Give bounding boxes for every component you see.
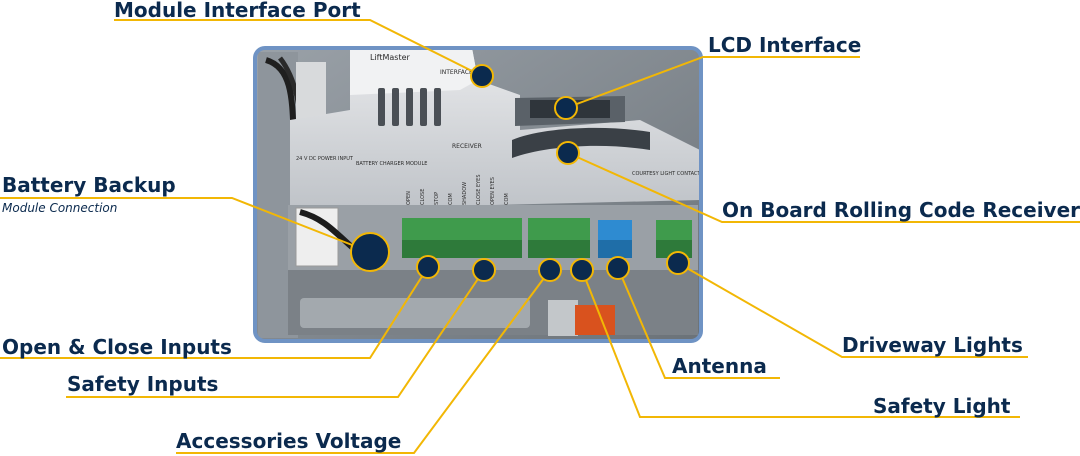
- dot-battery-backup[interactable]: [350, 232, 390, 272]
- dot-accessories-voltage[interactable]: [538, 258, 562, 282]
- dot-safety-light[interactable]: [570, 258, 594, 282]
- terminal-block-lights: [656, 220, 692, 258]
- board-print-power: 24 V DC POWER INPUT: [296, 156, 354, 162]
- label-antenna: Antenna: [672, 354, 767, 378]
- terminal-block-accessories: [528, 218, 590, 258]
- leader-battery-backup: [0, 197, 371, 253]
- board-print-receiver: RECEIVER: [452, 143, 482, 150]
- label-rolling-code-receiver: On Board Rolling Code Receiver: [722, 198, 1080, 222]
- board-print-brand: LiftMaster: [370, 53, 411, 62]
- dot-driveway-lights[interactable]: [666, 251, 690, 275]
- dot-safety-inputs[interactable]: [472, 258, 496, 282]
- label-driveway-lights: Driveway Lights: [842, 333, 1023, 357]
- dot-open-close-inputs[interactable]: [416, 255, 440, 279]
- dot-module-interface-port[interactable]: [470, 64, 494, 88]
- leader-safety-inputs: [66, 269, 485, 398]
- leader-open-close-inputs: [0, 266, 429, 359]
- photo-frame: [253, 46, 703, 343]
- leader-antenna: [617, 267, 780, 379]
- terminal-label: CLOSE: [420, 189, 426, 205]
- leader-module-interface-port: [114, 19, 483, 77]
- terminal-block-inputs: [402, 218, 522, 258]
- board-print-battery: BATTERY CHARGER MODULE: [356, 161, 427, 167]
- terminal-label: OPEN: [406, 191, 412, 205]
- board-terminal-labels: OPEN CLOSE STOP COM SHADOW CLOSE EYES OPEN EYE…: [406, 174, 510, 205]
- label-safety-light: Safety Light: [873, 394, 1011, 418]
- board-print-courtesy: COURTESY LIGHT CONTACT: [632, 171, 701, 177]
- dot-antenna[interactable]: [606, 256, 630, 280]
- leader-accessories-voltage: [176, 269, 551, 454]
- leader-lcd-interface: [565, 56, 860, 109]
- label-safety-inputs: Safety Inputs: [67, 372, 219, 396]
- leader-rolling-code-receiver: [567, 152, 1080, 223]
- terminal-label: COM: [504, 193, 510, 205]
- sublabel-battery-backup: Module Connection: [2, 201, 118, 215]
- board-photo: LiftMaster INTERFACE RECEIVER 24 V DC PO…: [253, 46, 703, 343]
- leader-driveway-lights: [677, 262, 1028, 358]
- label-battery-backup: Battery Backup: [2, 173, 176, 197]
- dot-lcd-interface[interactable]: [554, 96, 578, 120]
- terminal-label: STOP: [434, 192, 440, 205]
- leader-safety-light: [581, 269, 1020, 418]
- terminal-label: SHADOW: [462, 182, 468, 205]
- board-print-interface: INTERFACE: [440, 69, 473, 76]
- terminal-label: CLOSE EYES: [476, 174, 482, 205]
- terminal-label: COM: [448, 193, 454, 205]
- label-accessories-voltage: Accessories Voltage: [176, 429, 402, 453]
- leader-lines: [0, 19, 1080, 454]
- label-module-interface-port: Module Interface Port: [114, 0, 361, 22]
- terminal-block-antenna: [598, 220, 632, 258]
- label-lcd-interface: LCD Interface: [708, 33, 862, 57]
- label-open-close-inputs: Open & Close Inputs: [2, 335, 232, 359]
- terminal-label: OPEN EYES: [490, 177, 496, 205]
- callout-dots: [350, 64, 690, 282]
- dot-rolling-code-receiver[interactable]: [556, 141, 580, 165]
